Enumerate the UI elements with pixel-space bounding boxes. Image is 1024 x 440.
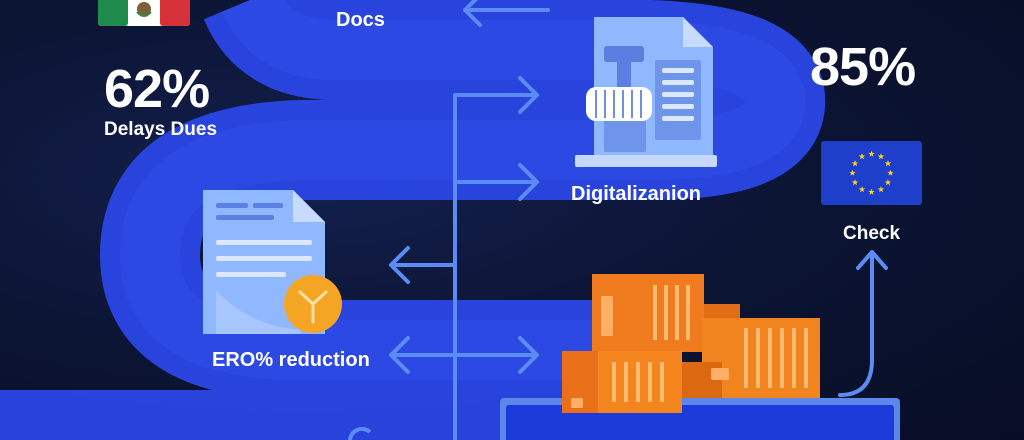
eu-star bbox=[858, 186, 866, 193]
eu-star bbox=[849, 169, 856, 176]
step-check-label: Check bbox=[843, 223, 901, 244]
stat-right-value: 85% bbox=[810, 37, 916, 97]
mexico-flag bbox=[98, 0, 190, 26]
cargo-containers bbox=[500, 274, 900, 440]
eu-star bbox=[851, 179, 859, 186]
stat-left-label: Delays Dues bbox=[104, 119, 218, 140]
step-digitalization-label: Digitalizanion bbox=[571, 183, 701, 205]
eu-star bbox=[877, 153, 885, 160]
reduction-document-icon bbox=[203, 190, 342, 334]
eu-star bbox=[884, 160, 892, 167]
eu-flag bbox=[821, 141, 922, 205]
eu-star bbox=[868, 150, 875, 157]
partial-circle-icon bbox=[348, 426, 372, 440]
eu-star bbox=[887, 169, 894, 176]
flow-arrows bbox=[389, 0, 888, 440]
eu-star bbox=[868, 188, 875, 195]
stat-left-value: 62% bbox=[104, 59, 210, 119]
digital-document-icon bbox=[575, 17, 717, 167]
eu-star bbox=[877, 186, 885, 193]
eu-star bbox=[851, 160, 859, 167]
step-docs-label: Docs bbox=[336, 9, 385, 31]
step-reduction-label: ERO% reduction bbox=[212, 349, 370, 371]
eu-star bbox=[858, 153, 866, 160]
eu-star bbox=[884, 179, 892, 186]
